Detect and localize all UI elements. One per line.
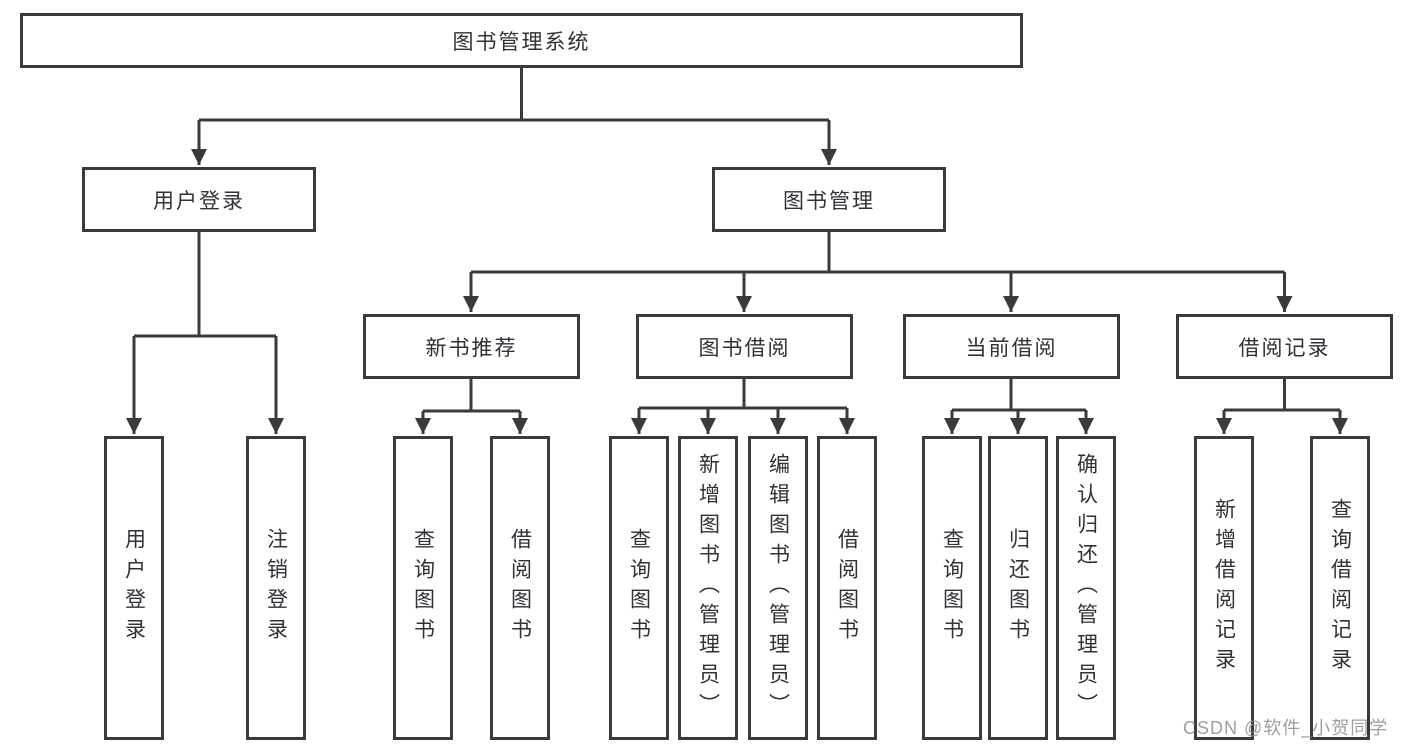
csdn-watermark: CSDN @软件_小贺同学: [1183, 718, 1389, 738]
node-new-book-recommend: 新书推荐: [363, 314, 580, 379]
node-label: 借阅记录: [1238, 336, 1331, 360]
node-label: 用户登录: [122, 528, 146, 648]
node-label: 归还图书: [1006, 528, 1030, 648]
leaf-query-books-recommend: 查询图书: [393, 436, 453, 740]
node-label: 借阅图书: [835, 528, 859, 648]
leaf-add-borrow-record: 新增借阅记录: [1194, 436, 1254, 740]
node-label: 查询图书: [411, 528, 435, 648]
leaf-user-login: 用户登录: [104, 436, 164, 740]
leaf-query-books-borrowing: 查询图书: [609, 436, 669, 740]
node-label: 新增借阅记录: [1212, 498, 1236, 678]
leaf-borrow-books-recommend: 借阅图书: [490, 436, 550, 740]
node-user-login: 用户登录: [82, 167, 316, 232]
node-label: 借阅图书: [508, 528, 532, 648]
node-label: 用户登录: [153, 189, 245, 213]
node-label: 查询图书: [940, 528, 964, 648]
leaf-return-book: 归还图书: [988, 436, 1048, 740]
leaf-logout: 注销登录: [246, 436, 306, 740]
node-label: 图书管理: [783, 189, 875, 213]
leaf-query-books-current: 查询图书: [922, 436, 982, 740]
node-borrowing-records: 借阅记录: [1176, 314, 1393, 379]
node-label: 编辑图书（管理员）: [766, 453, 790, 723]
node-library-management-system: 图书管理系统: [20, 13, 1023, 68]
node-current-borrowing: 当前借阅: [903, 314, 1120, 379]
node-label: 注销登录: [264, 528, 288, 648]
node-label: 图书借阅: [698, 336, 791, 360]
leaf-query-borrow-record: 查询借阅记录: [1310, 436, 1370, 740]
node-label: 查询借阅记录: [1328, 498, 1352, 678]
node-label: 新书推荐: [425, 336, 518, 360]
node-label: 新增图书（管理员）: [696, 453, 720, 723]
leaf-confirm-return-admin: 确认归还（管理员）: [1056, 436, 1116, 740]
leaf-borrow-books-borrowing: 借阅图书: [817, 436, 877, 740]
node-label: 查询图书: [627, 528, 651, 648]
leaf-add-book-admin: 新增图书（管理员）: [678, 436, 738, 740]
node-label: 确认归还（管理员）: [1074, 453, 1098, 723]
node-book-management: 图书管理: [712, 167, 946, 232]
leaf-edit-book-admin: 编辑图书（管理员）: [748, 436, 808, 740]
node-label: 当前借阅: [965, 336, 1058, 360]
node-label: 图书管理系统: [452, 30, 591, 54]
node-book-borrowing: 图书借阅: [636, 314, 853, 379]
